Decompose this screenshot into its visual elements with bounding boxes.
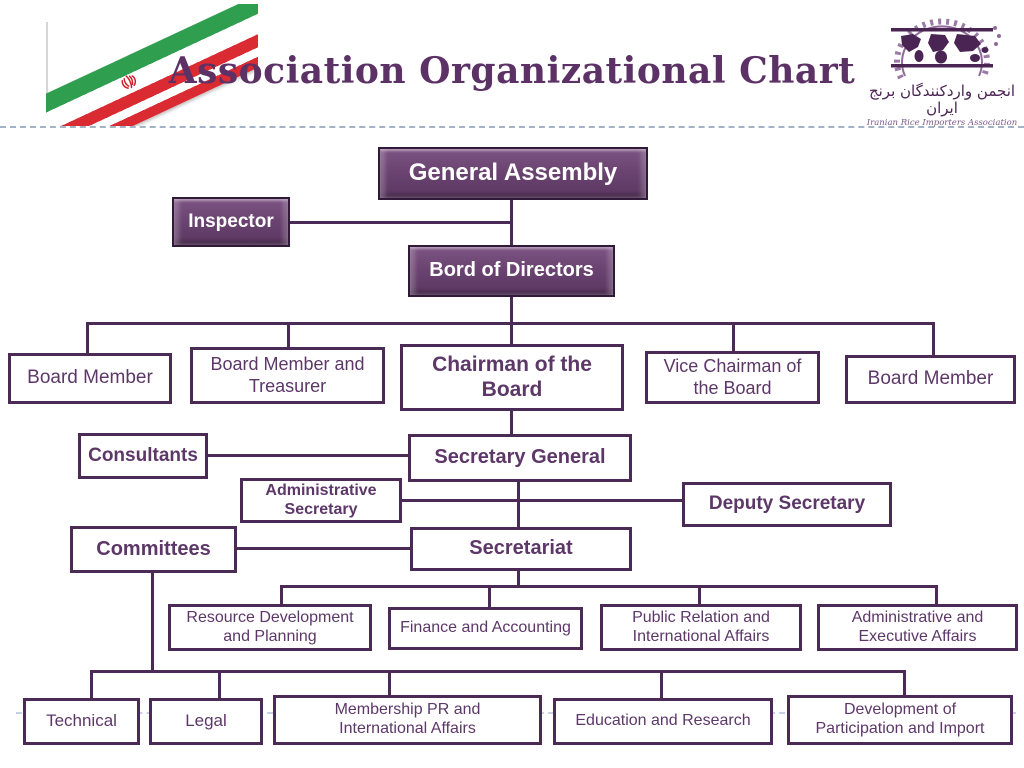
- header-divider: [0, 126, 1024, 128]
- connector-line: [86, 322, 89, 353]
- node-education-research: Education and Research: [553, 698, 773, 745]
- page-title: Association Organizational Chart: [168, 50, 856, 92]
- node-inspector: Inspector: [172, 197, 290, 247]
- node-legal: Legal: [149, 698, 263, 745]
- association-logo-icon: [891, 18, 1001, 80]
- connector-line: [510, 199, 513, 246]
- connector-line: [218, 670, 221, 698]
- connector-line: [289, 221, 511, 224]
- node-board-of-directors: Bord of Directors: [408, 245, 615, 297]
- node-membership-pr: Membership PR and International Affairs: [273, 695, 542, 745]
- connector-line: [388, 670, 391, 695]
- logo-persian-text: انجمن واردکنندگان برنج ایران: [868, 82, 1016, 117]
- connector-line: [280, 585, 283, 604]
- node-deputy-secretary: Deputy Secretary: [682, 482, 892, 527]
- connector-line: [510, 322, 513, 344]
- node-administrative-executive: Administrative and Executive Affairs: [817, 604, 1018, 651]
- association-logo: انجمن واردکنندگان برنج ایران Iranian Ric…: [862, 6, 1022, 128]
- connector-line: [698, 585, 701, 604]
- connector-line: [207, 454, 408, 457]
- connector-line: [935, 585, 938, 604]
- connector-line: [236, 547, 410, 550]
- connector-line: [732, 322, 735, 351]
- connector-line: [401, 499, 682, 502]
- connector-line: [90, 670, 906, 673]
- connector-line: [517, 481, 520, 527]
- node-resource-development: Resource Development and Planning: [168, 604, 372, 651]
- flag-stripes: [46, 4, 258, 126]
- connector-line: [510, 410, 513, 435]
- node-technical: Technical: [23, 698, 140, 745]
- node-secretariat: Secretariat: [410, 527, 632, 571]
- node-general-assembly: General Assembly: [378, 147, 648, 200]
- connector-line: [932, 322, 935, 355]
- node-chairman: Chairman of the Board: [400, 344, 624, 411]
- connector-line: [287, 322, 290, 347]
- logo-english-text: Iranian Rice Importers Association: [866, 118, 1018, 128]
- node-finance-accounting: Finance and Accounting: [388, 607, 583, 650]
- iran-flag-ribbon: [46, 4, 258, 126]
- node-board-member-2: Board Member: [845, 355, 1016, 404]
- node-committees: Committees: [70, 526, 237, 573]
- node-board-member-treasurer: Board Member and Treasurer: [190, 347, 385, 404]
- connector-line: [90, 670, 93, 698]
- flag-fold-edge: [46, 22, 48, 124]
- connector-line: [903, 670, 906, 695]
- connector-line: [151, 572, 154, 672]
- node-board-member-1: Board Member: [8, 353, 172, 404]
- connector-line: [488, 585, 491, 607]
- connector-line: [517, 570, 520, 588]
- node-vice-chairman: Vice Chairman of the Board: [645, 351, 820, 404]
- node-administrative-secretary: Administrative Secretary: [240, 478, 402, 523]
- connector-line: [660, 670, 663, 698]
- node-consultants: Consultants: [78, 433, 208, 479]
- iran-emblem-icon: [121, 75, 137, 89]
- node-secretary-general: Secretary General: [408, 434, 632, 482]
- node-public-relation: Public Relation and International Affair…: [600, 604, 802, 651]
- connector-line: [280, 585, 938, 588]
- connector-line: [510, 296, 513, 325]
- node-development-participation: Development of Participation and Import: [787, 695, 1013, 745]
